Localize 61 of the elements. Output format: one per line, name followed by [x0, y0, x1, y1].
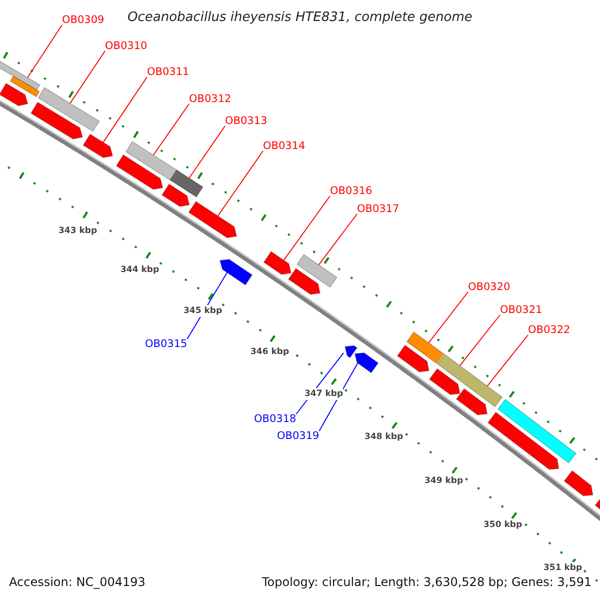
gene-block [30, 102, 83, 140]
gene-label: OB0314 [263, 140, 306, 152]
gene-label: OB0309 [62, 14, 104, 26]
gene-category-bar [125, 141, 178, 181]
scale-label: 347 kbp [304, 388, 344, 400]
leader-line [188, 126, 226, 178]
gene-block [188, 200, 238, 238]
scale-label: 350 kbp [484, 519, 522, 531]
gene-block [564, 470, 594, 496]
gene-block [288, 268, 320, 295]
gene-block [116, 154, 164, 190]
gene-block [220, 258, 253, 286]
gene-label: OB0321 [500, 304, 542, 316]
gene-category-bar [436, 354, 503, 408]
gene-label: OB0312 [189, 93, 232, 105]
gene-label: OB0317 [357, 203, 400, 215]
gene-block [0, 82, 28, 106]
leader-line [152, 104, 190, 156]
accession-text: Accession: NC_004193 [9, 576, 146, 588]
leader-line [102, 76, 148, 143]
leader-line [486, 334, 528, 386]
leader-line [428, 292, 468, 344]
gene-label: OB0318 [254, 413, 296, 425]
gene-category-bar [296, 254, 338, 288]
gene-label: OB0319 [277, 430, 320, 442]
scale-label: 346 kbp [250, 346, 290, 358]
gene-block [344, 345, 358, 358]
leader-line [70, 50, 106, 104]
leader-line [459, 314, 500, 366]
diagram-title: Oceanobacillus iheyensis HTE831, complete genome [128, 12, 472, 24]
genome-summary-text: Topology: circular; Length: 3,630,528 bp; Genes: 3,591 [262, 576, 592, 588]
scale-label: 343 kbp [58, 225, 98, 237]
scale-label: 349 kbp [424, 475, 464, 487]
scale-label: 345 kbp [184, 305, 222, 317]
gene-block [263, 251, 292, 275]
gene-block [456, 388, 488, 416]
gene-label: OB0322 [528, 324, 570, 336]
gene-label: OB0313 [225, 115, 268, 127]
gene-label: OB0320 [468, 281, 510, 293]
gene-block [161, 184, 190, 207]
scale-label: 351 kbp [544, 562, 582, 574]
gene-block [487, 412, 560, 470]
gene-category-bar [10, 75, 40, 98]
leader-line [318, 214, 358, 266]
scale-label: 348 kbp [364, 431, 404, 443]
gene-category-bar [497, 398, 577, 464]
gene-block [428, 368, 460, 396]
gene-block [396, 344, 430, 372]
gene-category-bar [38, 87, 100, 132]
leader-line [217, 150, 264, 216]
gene-label: OB0310 [105, 40, 148, 52]
leader-line [27, 24, 62, 78]
gene-block [354, 352, 379, 374]
scale-label: 344 kbp [120, 264, 160, 276]
gene-label: OB0316 [330, 185, 372, 197]
gene-block [82, 134, 114, 158]
gene-category-bar [170, 169, 204, 198]
gene-category-bar [406, 331, 444, 364]
gene-label: OB0311 [147, 66, 190, 78]
gene-label: OB0315 [145, 338, 188, 350]
leader-line [283, 196, 330, 261]
